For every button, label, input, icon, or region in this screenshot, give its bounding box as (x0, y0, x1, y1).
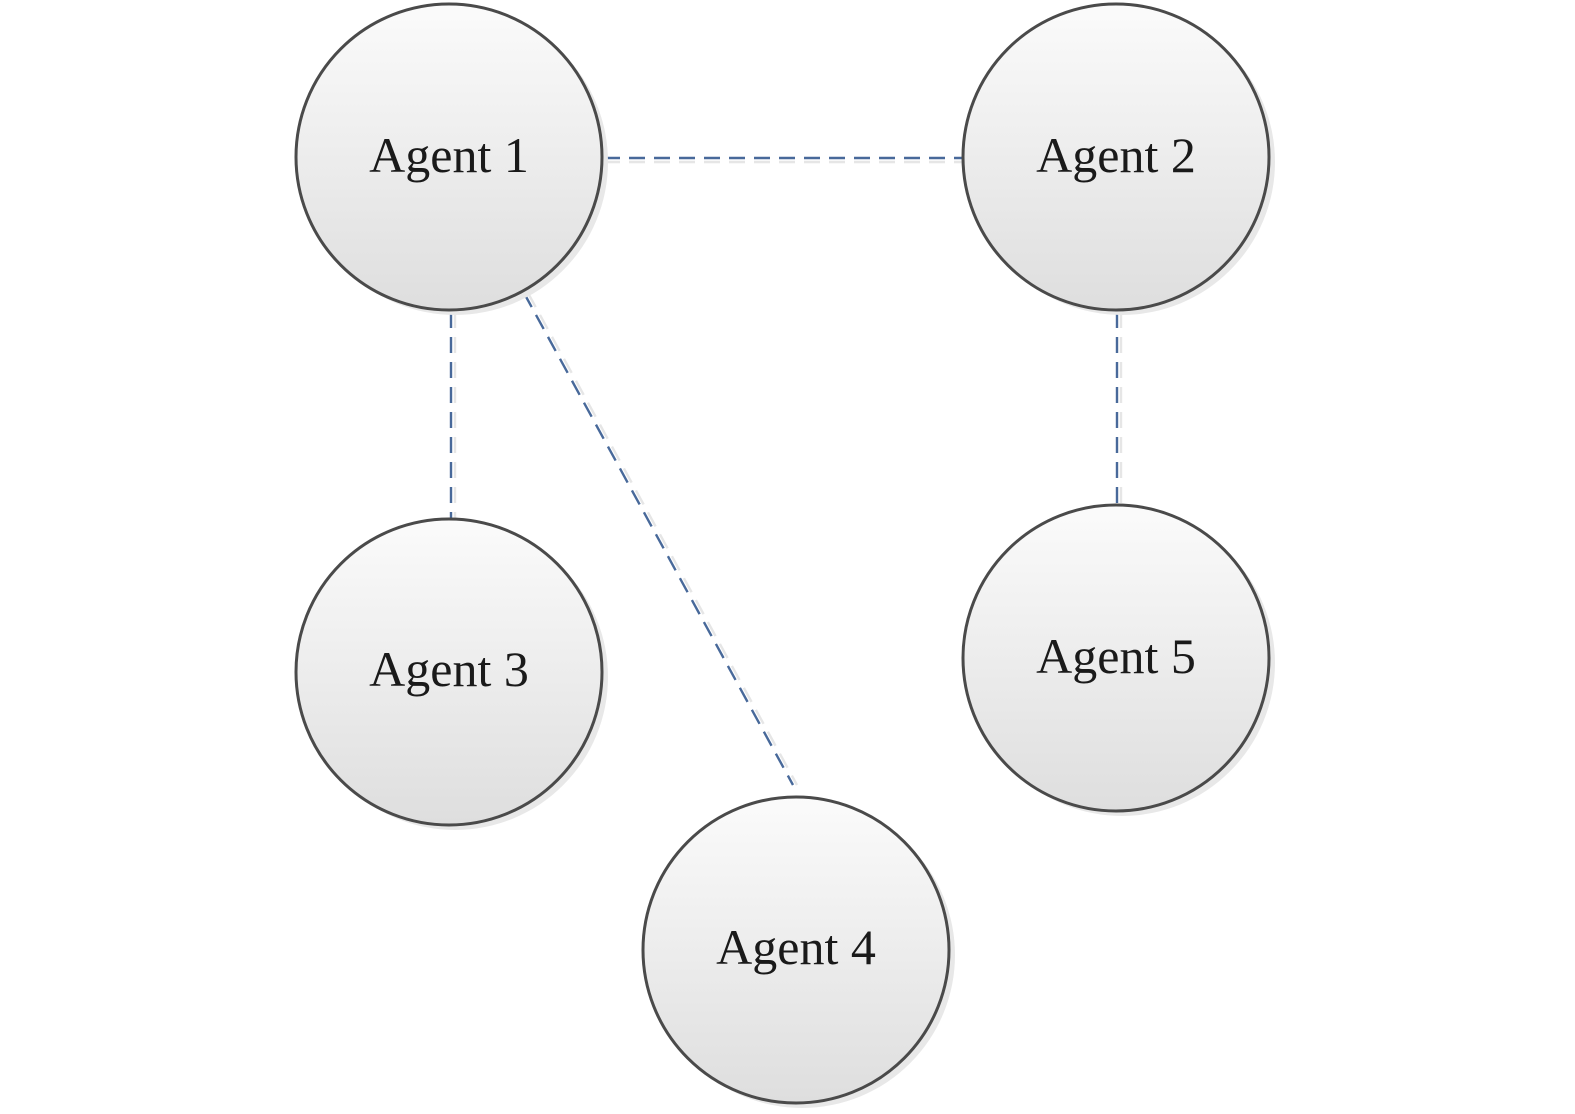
edge-agent1-agent2 (604, 156, 967, 164)
node-agent-2: Agent 2 (961, 2, 1275, 315)
edge-agent1-agent3 (449, 312, 457, 521)
node-label: Agent 4 (716, 919, 876, 975)
node-agent-3: Agent 3 (294, 517, 608, 830)
node-agent-1: Agent 1 (294, 2, 608, 315)
node-label: Agent 2 (1036, 127, 1196, 183)
node-agent-5: Agent 5 (961, 503, 1275, 816)
edge-agent2-agent5 (1115, 312, 1123, 508)
node-label: Agent 3 (369, 641, 529, 697)
node-agent-4: Agent 4 (641, 795, 955, 1108)
node-label: Agent 1 (369, 127, 529, 183)
node-label: Agent 5 (1036, 628, 1196, 684)
edge-agent1-agent4 (522, 292, 799, 786)
